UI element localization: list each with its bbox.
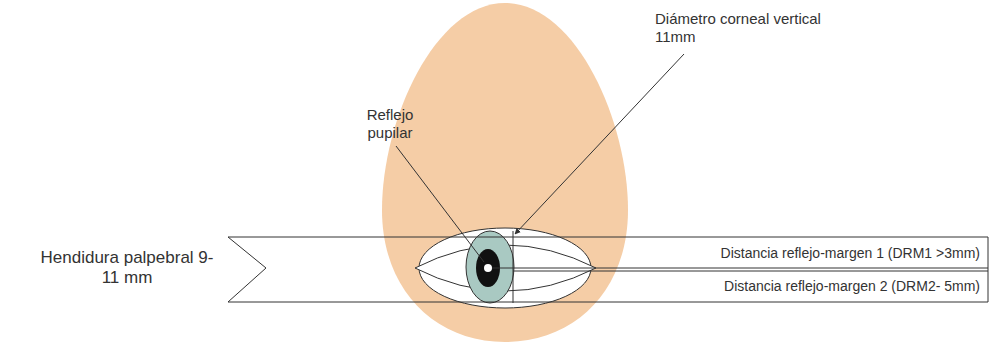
leader-line [515, 54, 684, 234]
corneal-diameter-line [513, 231, 514, 303]
bracket-line [228, 302, 988, 303]
bracket-line [228, 237, 988, 238]
head-shape [382, 3, 628, 342]
callout-label: Hendidura palpebral 9-11 mm [38, 248, 216, 289]
bracket-line [988, 237, 989, 302]
callout-label: Distancia reflejo-margen 2 (DRM2- 5mm) [680, 278, 980, 295]
leader-line [396, 146, 484, 262]
callout-label: Reflejo pupilar [352, 106, 428, 142]
reflex-line [513, 271, 988, 272]
bracket [228, 237, 266, 302]
iris [466, 231, 514, 303]
callout-label: Distancia reflejo-margen 1 (DRM1 >3mm) [680, 245, 980, 262]
reflex-line [492, 268, 988, 269]
callout-label: Diámetro corneal vertical 11mm [655, 10, 855, 46]
pupil-reflex [484, 264, 492, 272]
